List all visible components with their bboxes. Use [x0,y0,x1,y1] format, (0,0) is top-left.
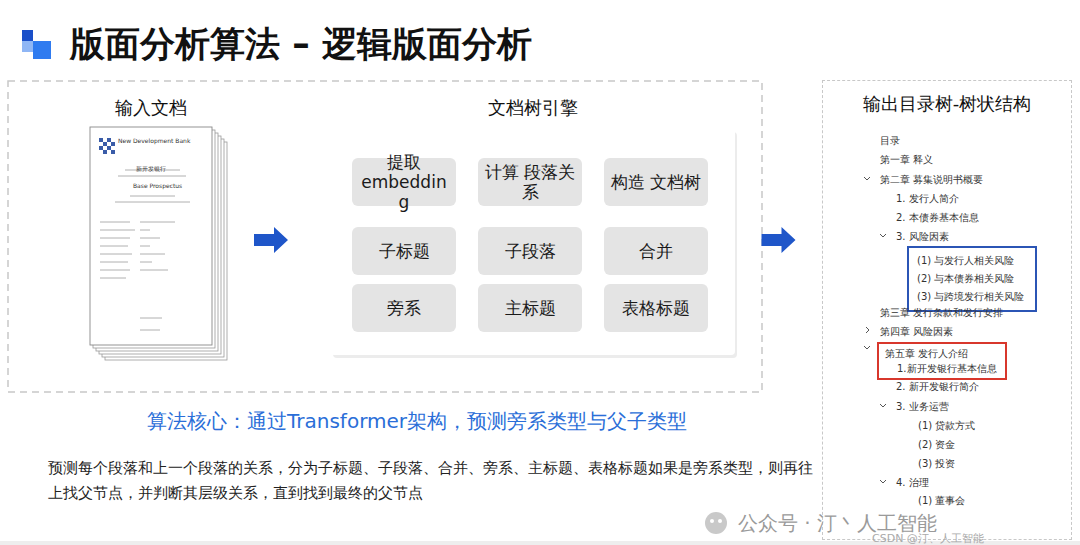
core-statement: 算法核心：通过Transformer架构，预测旁系类型与父子类型 [147,408,687,435]
box-label: 提取 embedding [358,152,450,212]
process-box: 合并 [604,227,708,275]
process-box: 表格标题 [604,284,708,332]
node-text: 输入文档 [70,96,232,120]
tree-item: (1) 董事会 [918,494,965,508]
node-text: 文档树引擎 [330,96,735,120]
flow-arrow [254,227,288,253]
highlight-box: (1) 与发行人相关风险(2) 与本债券相关风险(3) 与跨境发行相关风险 [907,246,1037,312]
tree-item: (3) 投资 [918,457,955,471]
process-box: 子标题 [352,227,456,275]
title-icon [22,41,33,52]
tree-item: 4. 治理 [896,476,929,490]
watermark: CSDN @汀、人工智能 [872,531,984,545]
tree-item: 3. 业务运营 [896,400,949,414]
box-label: 计算 段落关系 [484,162,576,202]
title-icon [33,41,51,59]
process-box: 构造 文档树 [604,158,708,206]
box-label: 主标题 [505,298,556,318]
document-stack [90,127,227,360]
tree-item: 第二章 募集说明书概要 [880,173,983,187]
tree-item: 1. 发行人简介 [896,192,959,206]
process-box: 计算 段落关系 [478,158,582,206]
tree-item: 第一章 释义 [880,153,933,167]
watermark-icon [718,519,722,523]
tree-item: 2. 本债券基本信息 [896,211,979,225]
box-label: 子标题 [379,241,430,261]
box-label: 合并 [639,241,673,261]
watermark-icon [705,512,727,534]
engine-shadow [333,132,737,358]
node-text: (1) 与发行人相关风险 [917,252,1027,270]
node-text: 第五章 发行人介绍 [885,346,999,361]
box-label: 旁系 [387,298,421,318]
description-text: 预测每个段落和上一个段落的关系，分为子标题、子段落、合并、旁系、主标题、表格标题… [48,456,813,506]
page-title: 版面分析算法 – 逻辑版面分析 [70,22,532,66]
highlight-box: 第五章 发行人介绍1.新开发银行基本信息 [877,342,1007,380]
tree-item: 2. 新开发银行简介 [896,380,979,394]
node-text: 1.新开发银行基本信息 [885,361,999,376]
process-box: 主标题 [478,284,582,332]
dashed-panel [8,81,762,392]
box-label: 构造 文档树 [611,172,701,192]
tree-item: (1) 贷款方式 [918,419,975,433]
tree-item: 3. 风险因素 [896,230,949,244]
document-text: New Development Bank [118,137,190,144]
box-label: 表格标题 [622,298,690,318]
tree-item: 第四章 风险因素 [880,325,953,339]
box-label: 子段落 [505,241,556,261]
document-text: 新开发银行 [136,165,166,174]
tree-item: 目录 [880,134,900,148]
tree-item: (2) 资金 [918,438,955,452]
node-text: 输出目录树-树状结构 [823,92,1071,116]
node-text: (2) 与本债券相关风险 [917,270,1027,288]
flow-arrow [762,227,796,253]
document-node: 输入文档 [90,127,212,345]
engine-box: 文档树引擎提取 embedding计算 段落关系构造 文档树子标题子段落合并旁系… [330,128,735,355]
watermark-icon [710,519,714,523]
process-box: 子段落 [478,227,582,275]
process-box: 提取 embedding [352,158,456,206]
tree-item: 第三章 发行条款和发行安排 [880,306,1003,320]
title-icon [22,30,33,41]
node-text: (3) 与跨境发行相关风险 [917,288,1027,306]
document-text: Base Prospectus [133,182,182,189]
process-box: 旁系 [352,284,456,332]
